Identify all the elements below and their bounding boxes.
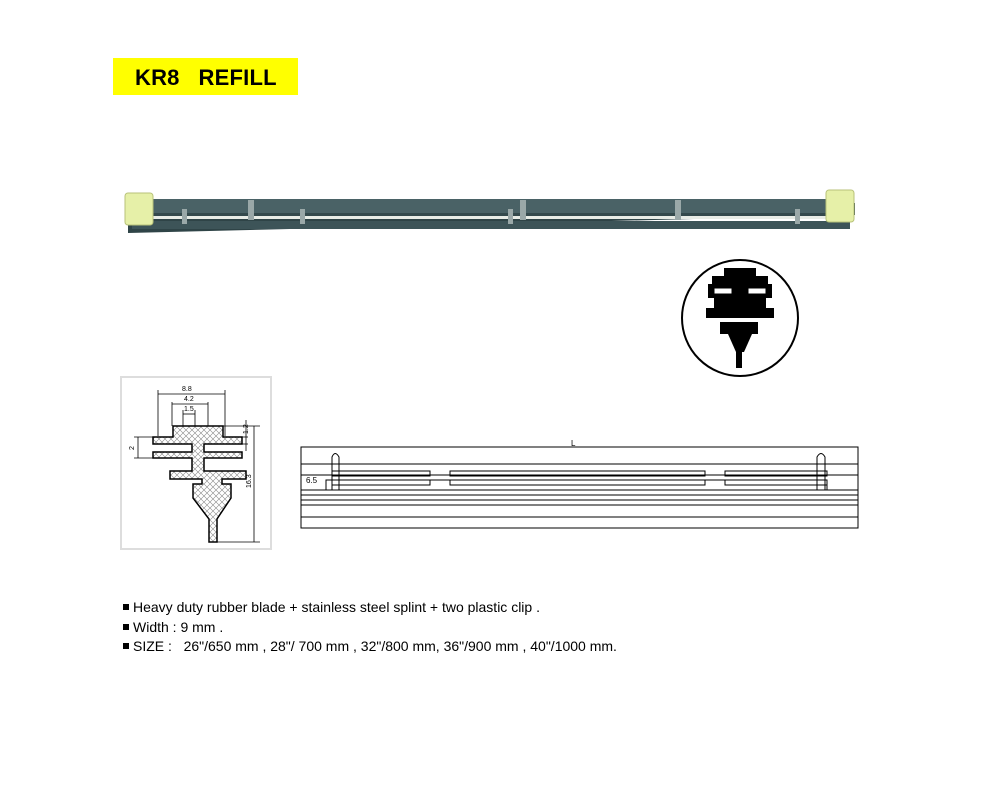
steel-splint [142, 216, 852, 219]
bullet-icon [123, 624, 129, 630]
side-view-drawing: L 6.5 [300, 439, 859, 529]
dim-slot-height: 1.2 [243, 424, 250, 434]
end-cap-right [825, 189, 855, 223]
spec-text: Width : 9 mm . [133, 619, 224, 635]
end-cap-left [124, 192, 154, 226]
spec-text: Heavy duty rubber blade + stainless stee… [133, 599, 540, 615]
spec-item: Width : 9 mm . [123, 619, 223, 635]
product-title: KR8 REFILL [135, 65, 277, 90]
length-label: L [571, 439, 576, 448]
offset-label: 6.5 [306, 476, 318, 485]
dim-mid-width: 4.2 [184, 396, 194, 403]
blade-upper [132, 199, 850, 213]
cross-section-drawing: 8.8 4.2 1.5 1.2 2 16.3 [120, 376, 272, 550]
dim-total-height: 16.3 [246, 474, 253, 488]
spec-text: SIZE : 26"/650 mm , 28"/ 700 mm , 32"/80… [133, 638, 617, 654]
dim-neck-width: 1.5 [184, 406, 194, 413]
title-banner: KR8 REFILL [113, 58, 298, 95]
bullet-icon [123, 604, 129, 610]
dim-flange-gap: 2 [129, 446, 136, 450]
bullet-icon [123, 643, 129, 649]
dim-top-width: 8.8 [182, 386, 192, 393]
spec-item: Heavy duty rubber blade + stainless stee… [123, 599, 540, 615]
profile-icon [681, 259, 799, 377]
refill-blade-photo [124, 189, 855, 233]
plastic-clips [182, 200, 800, 224]
spec-item: SIZE : 26"/650 mm , 28"/ 700 mm , 32"/80… [123, 638, 617, 654]
